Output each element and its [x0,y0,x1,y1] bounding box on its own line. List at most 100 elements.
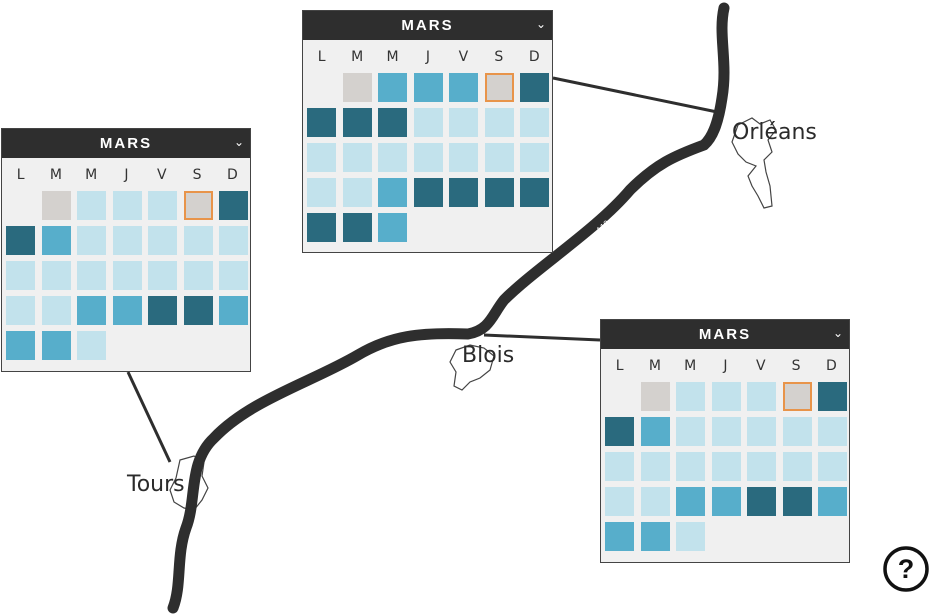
day-cell-medium[interactable] [41,331,71,360]
day-cell-medium[interactable] [676,487,705,516]
day-cell-low[interactable] [413,108,443,137]
day-cell-high[interactable] [449,178,478,207]
day-cell-high[interactable] [413,178,443,207]
day-cell-low[interactable] [148,261,177,290]
day-cell-low[interactable] [782,417,812,446]
day-cell-low[interactable] [711,417,741,446]
day-cell-low[interactable] [640,452,670,481]
day-cell-high[interactable] [818,382,847,411]
month-dropdown[interactable]: MARS ⌄ [2,129,250,158]
month-dropdown[interactable]: MARS ⌄ [601,320,849,349]
connector-line-orleans [552,76,723,115]
day-cell-high[interactable] [148,296,177,325]
day-cell-low[interactable] [484,143,514,172]
day-cell-low[interactable] [183,261,213,290]
day-cell-high[interactable] [342,108,372,137]
day-cell-high[interactable] [6,226,35,255]
day-cell-low[interactable] [6,261,35,290]
day-cell-medium[interactable] [640,522,670,551]
day-cell-high[interactable] [520,178,549,207]
day-cell-selected[interactable] [183,191,213,220]
day-cell-low[interactable] [520,143,549,172]
day-cell-low[interactable] [77,261,106,290]
day-cell-low[interactable] [77,226,106,255]
day-cell-low[interactable] [148,191,177,220]
day-cell-low[interactable] [818,417,847,446]
day-cell-medium[interactable] [378,213,407,242]
day-cell-low[interactable] [676,382,705,411]
day-cell-low[interactable] [676,522,705,551]
day-cell-medium[interactable] [219,296,248,325]
day-cell-low[interactable] [711,452,741,481]
day-cell-medium[interactable] [77,296,106,325]
day-cell-medium[interactable] [112,296,142,325]
day-cell-high[interactable] [342,213,372,242]
day-cell-low[interactable] [413,143,443,172]
day-cell-low[interactable] [6,296,35,325]
day-cell-low[interactable] [112,226,142,255]
day-cell-low[interactable] [378,143,407,172]
day-cell-high[interactable] [520,73,549,102]
day-cell-low[interactable] [112,191,142,220]
day-cell-low[interactable] [183,226,213,255]
day-cell-low[interactable] [605,452,634,481]
day-cell-low[interactable] [307,178,336,207]
day-cell-low[interactable] [41,296,71,325]
day-cell-medium[interactable] [449,73,478,102]
day-cell-low[interactable] [219,226,248,255]
day-cell-medium[interactable] [413,73,443,102]
day-cell-low[interactable] [711,382,741,411]
day-cell-selected[interactable] [782,382,812,411]
day-cell-medium[interactable] [378,178,407,207]
day-cell-high[interactable] [378,108,407,137]
day-cell-high[interactable] [747,487,776,516]
day-cell-high[interactable] [307,108,336,137]
day-cell-low[interactable] [342,178,372,207]
weekday-label: D [226,167,238,183]
day-cell-low[interactable] [484,108,514,137]
day-cell-high[interactable] [484,178,514,207]
day-cell-medium[interactable] [605,522,634,551]
day-cell-low[interactable] [219,261,248,290]
day-cell-low[interactable] [676,417,705,446]
day-cell-low[interactable] [41,261,71,290]
day-cell-high[interactable] [605,417,634,446]
day-cell-low[interactable] [112,261,142,290]
day-cell-medium[interactable] [378,73,407,102]
day-cell-low[interactable] [605,487,634,516]
day-cell-high[interactable] [307,213,336,242]
day-cell-low[interactable] [77,191,106,220]
day-cell-low[interactable] [782,452,812,481]
day-cell-low[interactable] [818,452,847,481]
help-button[interactable]: ? [882,545,930,593]
day-cell-low[interactable] [520,108,549,137]
day-cell-medium[interactable] [711,487,741,516]
day-cell-low[interactable] [747,417,776,446]
day-cell-low[interactable] [307,143,336,172]
day-cell-high[interactable] [782,487,812,516]
day-cell-low[interactable] [449,143,478,172]
day-cell-high[interactable] [219,191,248,220]
day-cell-unavailable [640,382,670,411]
day-cell-medium[interactable] [6,331,35,360]
weekday-label: M [85,167,98,183]
day-cell-medium[interactable] [818,487,847,516]
day-cell-low[interactable] [342,143,372,172]
month-label: MARS [99,135,153,152]
day-cell-low[interactable] [747,382,776,411]
day-grid [2,191,250,360]
day-cell-low[interactable] [747,452,776,481]
day-cell-low[interactable] [449,108,478,137]
day-cell-medium[interactable] [41,226,71,255]
day-cell-low[interactable] [148,226,177,255]
day-cell-low[interactable] [77,331,106,360]
day-cell-high[interactable] [183,296,213,325]
day-cell-selected[interactable] [484,73,514,102]
day-cell-low[interactable] [640,487,670,516]
day-cell-medium[interactable] [640,417,670,446]
month-dropdown[interactable]: MARS ⌄ [303,11,552,40]
highway-label-lower: A10 [302,386,319,401]
day-cell-low[interactable] [676,452,705,481]
